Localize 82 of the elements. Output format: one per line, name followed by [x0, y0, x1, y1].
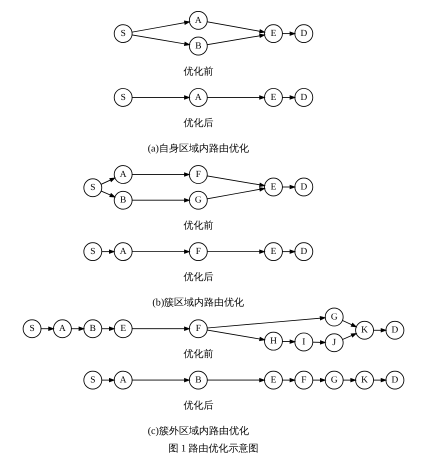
node-circle: A [53, 319, 72, 338]
node-circle: S [22, 319, 42, 338]
arrow [207, 378, 266, 382]
arrow [206, 21, 266, 34]
arrow [342, 333, 358, 340]
node-circle: D [294, 178, 314, 196]
arrow [373, 378, 388, 382]
node-circle: A [114, 165, 133, 184]
arrow [282, 184, 296, 190]
node-circle: G [324, 308, 344, 326]
arrow [206, 330, 266, 342]
node-circle: S [114, 24, 133, 43]
node-circle: B [188, 370, 208, 390]
arrow [100, 178, 116, 185]
arrow [132, 34, 191, 46]
label: 优化后 [183, 118, 214, 129]
arrow [207, 249, 266, 254]
node-circle: E [114, 319, 133, 338]
node-circle: K [355, 370, 374, 390]
node-circle: F [294, 370, 314, 390]
arrow [101, 249, 116, 254]
node-circle: D [386, 370, 404, 390]
arrow [312, 378, 326, 382]
node-circle: D [294, 88, 314, 107]
label: 优化前 [183, 349, 214, 360]
label: (b)簇区域内路由优化 [152, 298, 244, 309]
arrow [132, 249, 190, 254]
label: 优化后 [183, 400, 214, 412]
label: 优化前 [183, 220, 214, 232]
arrow [282, 31, 296, 36]
node-circle: G [188, 190, 208, 210]
label: (c)簇外区域内路由优化 [148, 426, 249, 438]
arrow [282, 95, 296, 100]
label: (a)自身区域内路由优化 [148, 143, 249, 154]
node-circle: B [114, 190, 133, 210]
arrow [282, 249, 296, 254]
node-circle: B [188, 36, 208, 56]
node-circle: D [294, 24, 314, 43]
node-circle: A [114, 370, 133, 390]
node-circle: F [188, 319, 208, 338]
node-circle: A [188, 88, 208, 107]
arrow [132, 198, 190, 202]
caption: 图 1 路由优化示意图 [168, 444, 259, 455]
arrow [206, 34, 266, 46]
arrow [132, 95, 190, 100]
node-circle: B [83, 319, 102, 338]
arrow [282, 339, 296, 344]
arrow [132, 326, 190, 331]
node-circle: G [324, 370, 344, 390]
arrow [206, 187, 266, 200]
node-circle: E [264, 370, 283, 390]
node-circle: F [188, 242, 208, 262]
arrow [100, 190, 116, 198]
arrow [207, 95, 266, 100]
arrow [206, 176, 266, 187]
node-circle: K [355, 320, 374, 340]
node-circle: F [188, 165, 208, 184]
node-circle: S [83, 370, 102, 390]
node-circle: S [83, 178, 102, 198]
node-circle: E [264, 88, 283, 107]
arrow [132, 20, 191, 33]
arrow [132, 378, 190, 382]
label: 优化前 [183, 66, 214, 78]
node-circle: A [188, 10, 208, 30]
node-circle: I [294, 332, 314, 352]
node-circle: H [264, 332, 283, 351]
node-circle: E [264, 178, 283, 196]
node-circle: S [83, 242, 102, 262]
node-circle: E [264, 24, 283, 43]
arrow [206, 316, 326, 328]
arrow [282, 378, 296, 382]
arrow [342, 378, 357, 382]
arrow [132, 172, 190, 177]
node-circle: D [294, 242, 314, 262]
node-circle: E [264, 242, 283, 262]
node-circle: D [386, 320, 404, 340]
arrow [101, 378, 116, 382]
node-circle: A [114, 242, 133, 262]
node-circle: S [114, 88, 133, 107]
label: 优化后 [183, 272, 214, 283]
node-circle: J [324, 333, 344, 352]
arrow [342, 320, 358, 328]
